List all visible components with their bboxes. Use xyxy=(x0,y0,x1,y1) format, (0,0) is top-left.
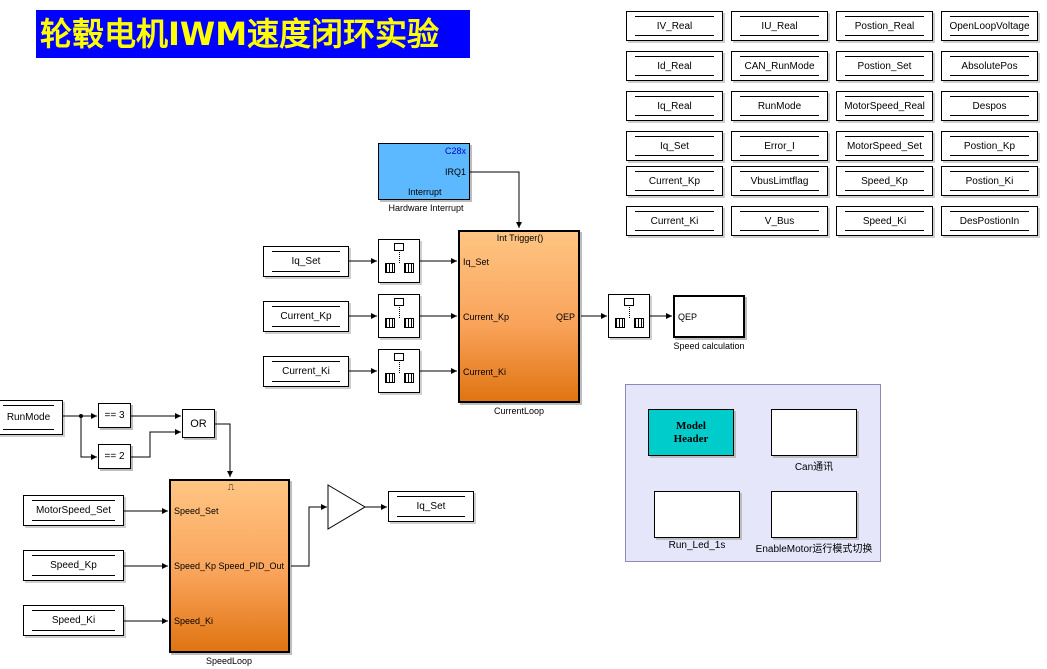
monitor-tag[interactable]: Id_Real xyxy=(626,51,723,81)
speed-loop-trigger-port: ⎍ xyxy=(227,482,235,492)
can-comm-label: Can通讯 xyxy=(794,462,834,473)
speed-loop-subsystem[interactable]: ⎍ Speed_Set Speed_Kp Speed_Ki Speed_PID_… xyxy=(169,479,290,653)
speed-calculation-label: Speed calculation xyxy=(673,341,745,351)
current-loop-trigger-port: Int Trigger() xyxy=(496,233,544,243)
current-loop-port-qep: QEP xyxy=(555,312,575,322)
compare-equals-3-block[interactable]: == 3 xyxy=(98,403,131,428)
speed-calculation-block[interactable]: QEP xyxy=(673,295,745,338)
current-loop-input-iq-set[interactable]: Iq_Set xyxy=(263,246,349,277)
hardware-interrupt-label: Hardware Interrupt xyxy=(388,203,464,213)
interrupt-inner-label: Interrupt xyxy=(408,187,442,197)
enable-motor-label: EnableMotor运行模式切换 xyxy=(755,544,873,555)
monitor-tag[interactable]: Error_I xyxy=(731,131,828,161)
monitor-tag[interactable]: Despos xyxy=(941,91,1038,121)
current-loop-subsystem[interactable]: Int Trigger() Iq_Set Current_Kp Current_… xyxy=(458,230,580,403)
monitor-tag[interactable]: Speed_Kp xyxy=(836,166,933,196)
monitor-tag[interactable]: Postion_Set xyxy=(836,51,933,81)
monitor-tag[interactable]: Iq_Real xyxy=(626,91,723,121)
rate-transition-block[interactable] xyxy=(608,294,650,338)
interrupt-tag: C28x xyxy=(444,146,466,156)
monitor-tag[interactable]: Postion_Kp xyxy=(941,131,1038,161)
monitor-tag[interactable]: RunMode xyxy=(731,91,828,121)
monitor-tag[interactable]: Current_Ki xyxy=(626,206,723,236)
monitor-tag[interactable]: Current_Kp xyxy=(626,166,723,196)
rate-transition-block[interactable] xyxy=(378,239,420,283)
monitor-tag[interactable]: AbsolutePos xyxy=(941,51,1038,81)
speed-loop-port-speed-kp: Speed_Kp xyxy=(174,561,217,571)
enable-motor-block[interactable] xyxy=(771,491,857,538)
speed-loop-port-speed-set: Speed_Set xyxy=(174,506,219,516)
speed-loop-port-speed-ki: Speed_Ki xyxy=(174,616,214,626)
rate-transition-block[interactable] xyxy=(378,349,420,393)
current-loop-label: CurrentLoop xyxy=(493,406,545,416)
monitor-tag[interactable]: Postion_Real xyxy=(836,11,933,41)
monitor-tag[interactable]: IV_Real xyxy=(626,11,723,41)
monitor-tag[interactable]: MotorSpeed_Real xyxy=(836,91,933,121)
runmode-source-tag[interactable]: RunMode xyxy=(0,400,63,435)
current-loop-port-current-kp: Current_Kp xyxy=(463,312,510,322)
hardware-interrupt-block[interactable]: C28x IRQ1 Interrupt xyxy=(378,143,470,200)
can-comm-block[interactable] xyxy=(771,409,857,456)
speed-loop-input-speed-kp[interactable]: Speed_Kp xyxy=(23,550,124,581)
page-title: 轮毂电机IWM速度闭环实验 xyxy=(36,10,470,58)
iq-set-output-tag[interactable]: Iq_Set xyxy=(388,491,474,522)
current-loop-input-current-kp[interactable]: Current_Kp xyxy=(263,301,349,332)
logical-or-block[interactable]: OR xyxy=(182,409,215,438)
config-panel: Model Header Can通讯 Run_Led_1s EnableMoto… xyxy=(625,384,881,562)
run-led-label: Run_Led_1s xyxy=(668,540,726,551)
monitor-tag[interactable]: IU_Real xyxy=(731,11,828,41)
gain-block xyxy=(327,484,366,530)
current-loop-port-current-ki: Current_Ki xyxy=(463,367,507,377)
interrupt-port: IRQ1 xyxy=(444,167,466,177)
monitor-tag[interactable]: OpenLoopVoltage xyxy=(941,11,1038,41)
monitor-tag[interactable]: Postion_Ki xyxy=(941,166,1038,196)
monitor-tag[interactable]: VbusLimtflag xyxy=(731,166,828,196)
current-loop-port-iq-set: Iq_Set xyxy=(463,257,490,267)
monitor-tag[interactable]: CAN_RunMode xyxy=(731,51,828,81)
wire-interrupt-trigger xyxy=(470,171,522,228)
speed-loop-port-speed-pid-out: Speed_PID_Out xyxy=(218,561,284,571)
monitor-tag[interactable]: Speed_Ki xyxy=(836,206,933,236)
speed-loop-label: SpeedLoop xyxy=(205,656,253,666)
speed-calculation-port-qep: QEP xyxy=(678,312,698,322)
monitor-tag[interactable]: V_Bus xyxy=(731,206,828,236)
run-led-block[interactable] xyxy=(654,491,740,538)
model-header-block[interactable]: Model Header xyxy=(648,409,734,456)
current-loop-input-current-ki[interactable]: Current_Ki xyxy=(263,356,349,387)
speed-loop-input-motorspeed-set[interactable]: MotorSpeed_Set xyxy=(23,495,124,526)
monitor-tag[interactable]: Iq_Set xyxy=(626,131,723,161)
speed-loop-input-speed-ki[interactable]: Speed_Ki xyxy=(23,605,124,636)
monitor-tag[interactable]: MotorSpeed_Set xyxy=(836,131,933,161)
monitor-tag[interactable]: DesPostionIn xyxy=(941,206,1038,236)
compare-equals-2-block[interactable]: == 2 xyxy=(98,444,131,469)
rate-transition-block[interactable] xyxy=(378,294,420,338)
